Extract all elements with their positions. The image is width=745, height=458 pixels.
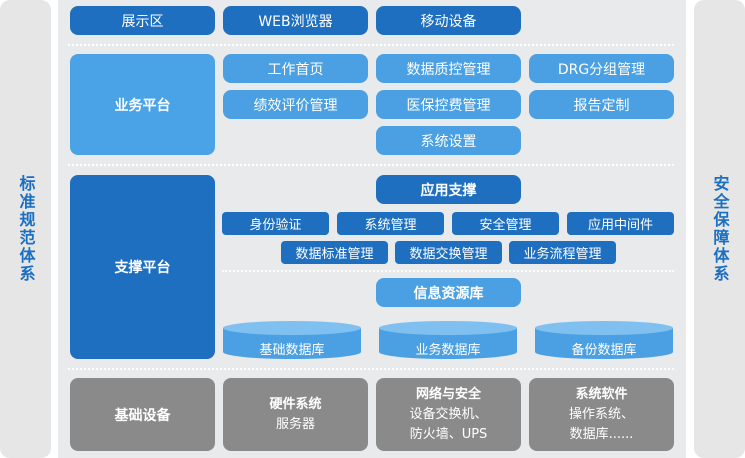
- network-security-line: 防火墙、UPS: [409, 426, 488, 442]
- security-mgmt-box: 安全管理: [452, 212, 559, 235]
- insurance-cost-box: 医保控费管理: [376, 90, 521, 119]
- identity-verify-box: 身份验证: [222, 212, 329, 235]
- report-custom-box: 报告定制: [529, 90, 674, 119]
- hardware-system-line: 服务器: [275, 416, 315, 432]
- support-platform-box: 支撑平台: [70, 175, 215, 359]
- data-standard-box: 数据标准管理: [281, 241, 388, 264]
- system-software-title: 系统软件: [575, 386, 628, 402]
- system-software-line: 数据库......: [569, 426, 634, 442]
- network-security-title: 网络与安全: [415, 386, 481, 402]
- system-mgmt-box: 系统管理: [337, 212, 444, 235]
- middleware-box: 应用中间件: [567, 212, 674, 235]
- separator-line: [68, 44, 674, 46]
- database-icon: [535, 321, 673, 359]
- info-resource-box: 信息资源库: [376, 278, 521, 307]
- hardware-system-title: 硬件系统: [269, 396, 322, 412]
- backup-database: 备份数据库: [534, 320, 674, 360]
- network-security-line: 设备交换机、: [409, 406, 488, 422]
- system-settings-box: 系统设置: [376, 126, 521, 155]
- hardware-system-box: 硬件系统 服务器: [223, 378, 368, 451]
- security-system-label: 安全保障体系: [710, 175, 730, 283]
- data-exchange-box: 数据交换管理: [395, 241, 502, 264]
- basic-database: 基础数据库: [222, 320, 362, 360]
- work-home-box: 工作首页: [223, 54, 368, 83]
- network-security-box: 网络与安全 设备交换机、 防火墙、UPS: [376, 378, 521, 451]
- drg-grouping-box: DRG分组管理: [529, 54, 674, 83]
- database-icon: [379, 321, 517, 359]
- basic-database-label: 基础数据库: [259, 343, 325, 358]
- standards-system-label: 标准规范体系: [16, 175, 36, 283]
- web-browser-box: WEB浏览器: [223, 6, 368, 35]
- separator-line: [222, 270, 674, 272]
- infrastructure-box: 基础设备: [70, 378, 215, 451]
- business-database: 业务数据库: [378, 320, 518, 360]
- app-support-box: 应用支撑: [376, 175, 521, 204]
- business-platform-box: 业务平台: [70, 54, 215, 155]
- business-database-label: 业务数据库: [415, 343, 481, 358]
- display-area-box: 展示区: [70, 6, 215, 35]
- system-software-line: 操作系统、: [568, 406, 634, 422]
- database-icon: [223, 321, 361, 359]
- standards-system-panel: 标准规范体系: [0, 0, 51, 458]
- backup-database-label: 备份数据库: [571, 343, 637, 358]
- performance-eval-box: 绩效评价管理: [223, 90, 368, 119]
- data-quality-box: 数据质控管理: [376, 54, 521, 83]
- security-system-panel: 安全保障体系: [694, 0, 745, 458]
- separator-line: [68, 164, 674, 166]
- system-software-box: 系统软件 操作系统、 数据库......: [529, 378, 674, 451]
- mobile-device-box: 移动设备: [376, 6, 521, 35]
- separator-line: [68, 368, 674, 370]
- business-flow-box: 业务流程管理: [509, 241, 616, 264]
